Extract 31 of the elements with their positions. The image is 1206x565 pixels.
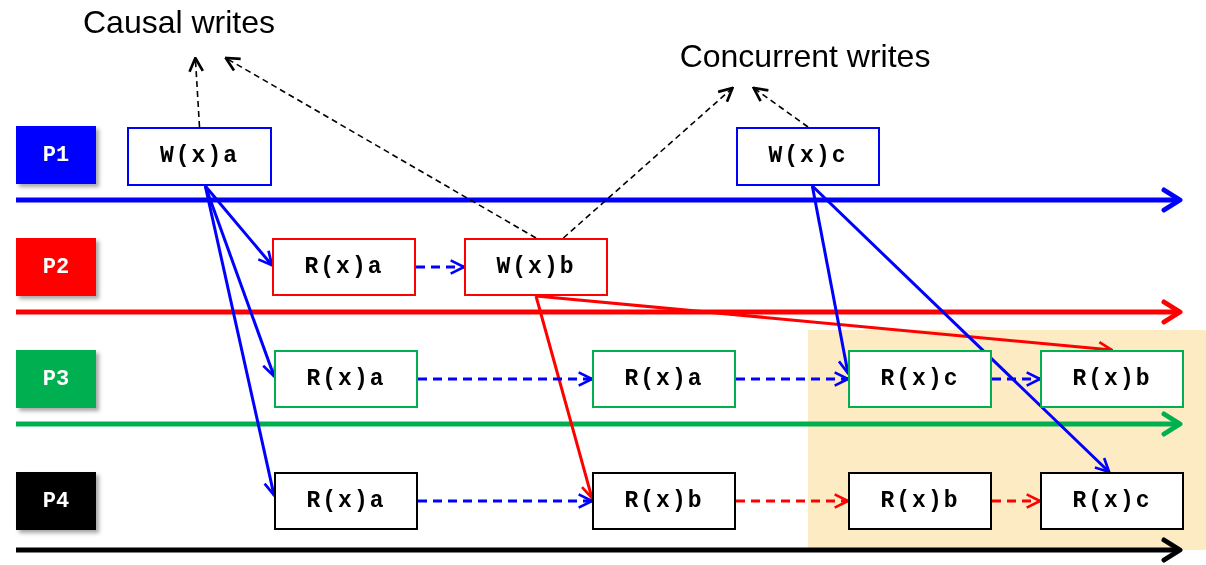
- operation-box: W(x)b: [464, 238, 608, 296]
- message-arrow: [416, 259, 466, 275]
- operation-box: R(x)b: [592, 472, 736, 530]
- message-arrow: [736, 371, 850, 387]
- annotation-text: Concurrent writes: [654, 36, 956, 88]
- process-label: P3: [16, 350, 96, 408]
- operation-box: R(x)c: [848, 350, 992, 408]
- process-label: P2: [16, 238, 96, 296]
- operation-box: R(x)a: [592, 350, 736, 408]
- leader-arrow: [224, 56, 537, 239]
- operation-box: R(x)b: [1040, 350, 1184, 408]
- operation-box: R(x)b: [848, 472, 992, 530]
- operation-box: W(x)a: [127, 127, 272, 186]
- operation-box: W(x)c: [736, 127, 880, 186]
- message-arrow: [418, 371, 594, 387]
- leader-arrow: [188, 56, 205, 128]
- operation-box: R(x)a: [274, 472, 418, 530]
- message-arrow: [992, 493, 1042, 509]
- message-arrow: [736, 493, 850, 509]
- leader-arrow: [562, 86, 734, 239]
- operation-box: R(x)c: [1040, 472, 1184, 530]
- message-arrow: [418, 493, 594, 509]
- process-label: P4: [16, 472, 96, 530]
- annotation-text: Causal writes: [62, 2, 296, 58]
- process-label: P1: [16, 126, 96, 184]
- message-arrow: [811, 184, 1111, 474]
- operation-box: R(x)a: [272, 238, 416, 296]
- operation-box: R(x)a: [274, 350, 418, 408]
- message-arrow: [992, 371, 1042, 387]
- message-arrow: [204, 185, 274, 267]
- leader-arrow: [752, 86, 809, 128]
